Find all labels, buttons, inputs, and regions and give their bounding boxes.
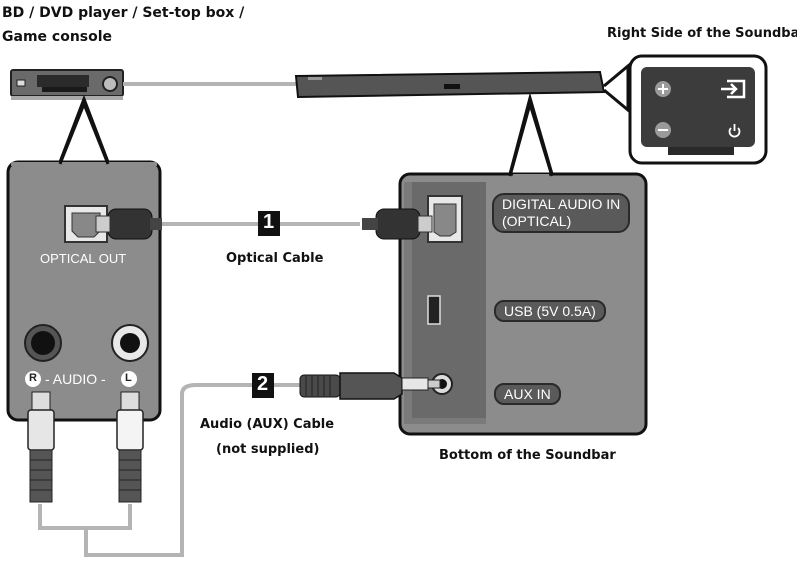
optical-in-port: [427, 195, 463, 243]
rca-plug-right: [27, 391, 55, 503]
jack-l-letter: L: [125, 372, 132, 384]
usb-label: USB (5V 0.5A): [494, 300, 606, 322]
optical-out-label: OPTICAL OUT: [40, 251, 127, 266]
source-device-title-line2: Game console: [2, 29, 113, 45]
source-device-icon: [10, 69, 124, 100]
jack-r-badge: [25, 371, 41, 387]
step-1-number: 1: [263, 211, 275, 233]
step-2-number: 2: [257, 373, 269, 395]
rca-jack-left: [111, 324, 149, 362]
volume-down-icon: [655, 122, 671, 138]
step-1-badge: [258, 211, 280, 236]
source-input-icon: [721, 79, 746, 99]
jack-l-badge: [121, 371, 137, 387]
optical-cable-label: Optical Cable: [226, 251, 324, 266]
rca-plug-left: [116, 391, 144, 503]
rca-jack-right: [24, 324, 62, 362]
source-device-title-line1: BD / DVD player / Set-top box /: [2, 5, 245, 21]
right-side-title: Right Side of the Soundbar: [607, 26, 797, 41]
bottom-of-soundbar-title: Bottom of the Soundbar: [439, 448, 616, 463]
power-icon: [728, 124, 741, 138]
digital-audio-in-label: DIGITAL AUDIO IN (OPTICAL): [492, 193, 631, 233]
step-2-badge: [252, 373, 274, 398]
soundbar-icon: [294, 70, 606, 99]
volume-up-icon: [655, 81, 671, 97]
digital-audio-in-line1: DIGITAL AUDIO IN: [502, 196, 621, 212]
optical-plug-source: [95, 208, 162, 240]
aux-cable-label-line2: (not supplied): [216, 442, 320, 457]
jack-r-letter: R: [29, 372, 37, 384]
optical-plug-soundbar: [362, 208, 433, 240]
usb-port: [427, 295, 441, 325]
audio-label: - AUDIO -: [45, 371, 106, 387]
aux-plug: [299, 372, 441, 400]
aux-in-label: AUX IN: [494, 383, 561, 405]
digital-audio-in-line2: (OPTICAL): [502, 213, 572, 229]
aux-cable-label-line1: Audio (AUX) Cable: [200, 417, 335, 432]
